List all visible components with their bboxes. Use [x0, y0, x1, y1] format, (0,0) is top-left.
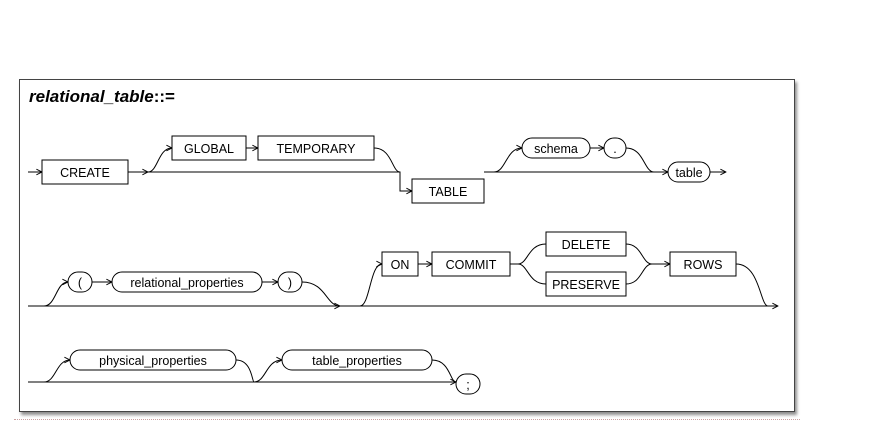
delete-keyword: DELETE [562, 238, 611, 252]
railroad-tracks [28, 148, 778, 382]
preserve-keyword: PRESERVE [552, 278, 620, 292]
global-keyword-box [171, 135, 247, 161]
schema-nonterminal-oval [521, 137, 591, 159]
semicolon-symbol: ; [466, 378, 469, 392]
temporary-keyword-box [257, 135, 375, 161]
table-nonterminal: table [675, 166, 702, 180]
on-keyword-box [381, 251, 419, 277]
open-paren-symbol: ( [78, 276, 83, 290]
temporary-keyword: TEMPORARY [277, 142, 357, 156]
page-divider [14, 419, 800, 420]
semicolon-oval [455, 373, 481, 395]
create-keyword-box [41, 159, 129, 185]
table-keyword: TABLE [429, 185, 468, 199]
table-properties-nonterminal: table_properties [312, 354, 402, 368]
close-paren-symbol: ) [288, 276, 292, 290]
commit-keyword: COMMIT [446, 258, 497, 272]
global-keyword: GLOBAL [184, 142, 234, 156]
schema-nonterminal: schema [534, 142, 578, 156]
dot-symbol: . [613, 142, 616, 156]
production-name: relational_table [29, 87, 154, 106]
create-keyword: CREATE [60, 166, 110, 180]
relational-properties-nonterminal: relational_properties [130, 276, 243, 290]
diagram-title: relational_table::= [29, 87, 175, 107]
table-nonterminal-oval [667, 161, 711, 183]
delete-keyword-box [545, 231, 627, 257]
on-keyword: ON [391, 258, 410, 272]
production-operator: ::= [153, 87, 175, 106]
physical-properties-nonterminal-oval [69, 349, 237, 371]
diagram-labels: CREATE GLOBAL TEMPORARY TABLE schema . t… [60, 142, 722, 392]
rows-keyword-box [669, 251, 737, 277]
close-paren-oval [277, 271, 303, 293]
dot-symbol-oval [603, 137, 627, 159]
physical-properties-nonterminal: physical_properties [99, 354, 207, 368]
table-properties-nonterminal-oval [281, 349, 433, 371]
open-paren-oval [67, 271, 93, 293]
commit-keyword-box [431, 251, 511, 277]
table-keyword-box [411, 178, 485, 204]
diagram-shapes [41, 135, 737, 395]
preserve-keyword-box [545, 271, 627, 297]
rows-keyword: ROWS [684, 258, 723, 272]
relational-properties-nonterminal-oval [111, 271, 263, 293]
